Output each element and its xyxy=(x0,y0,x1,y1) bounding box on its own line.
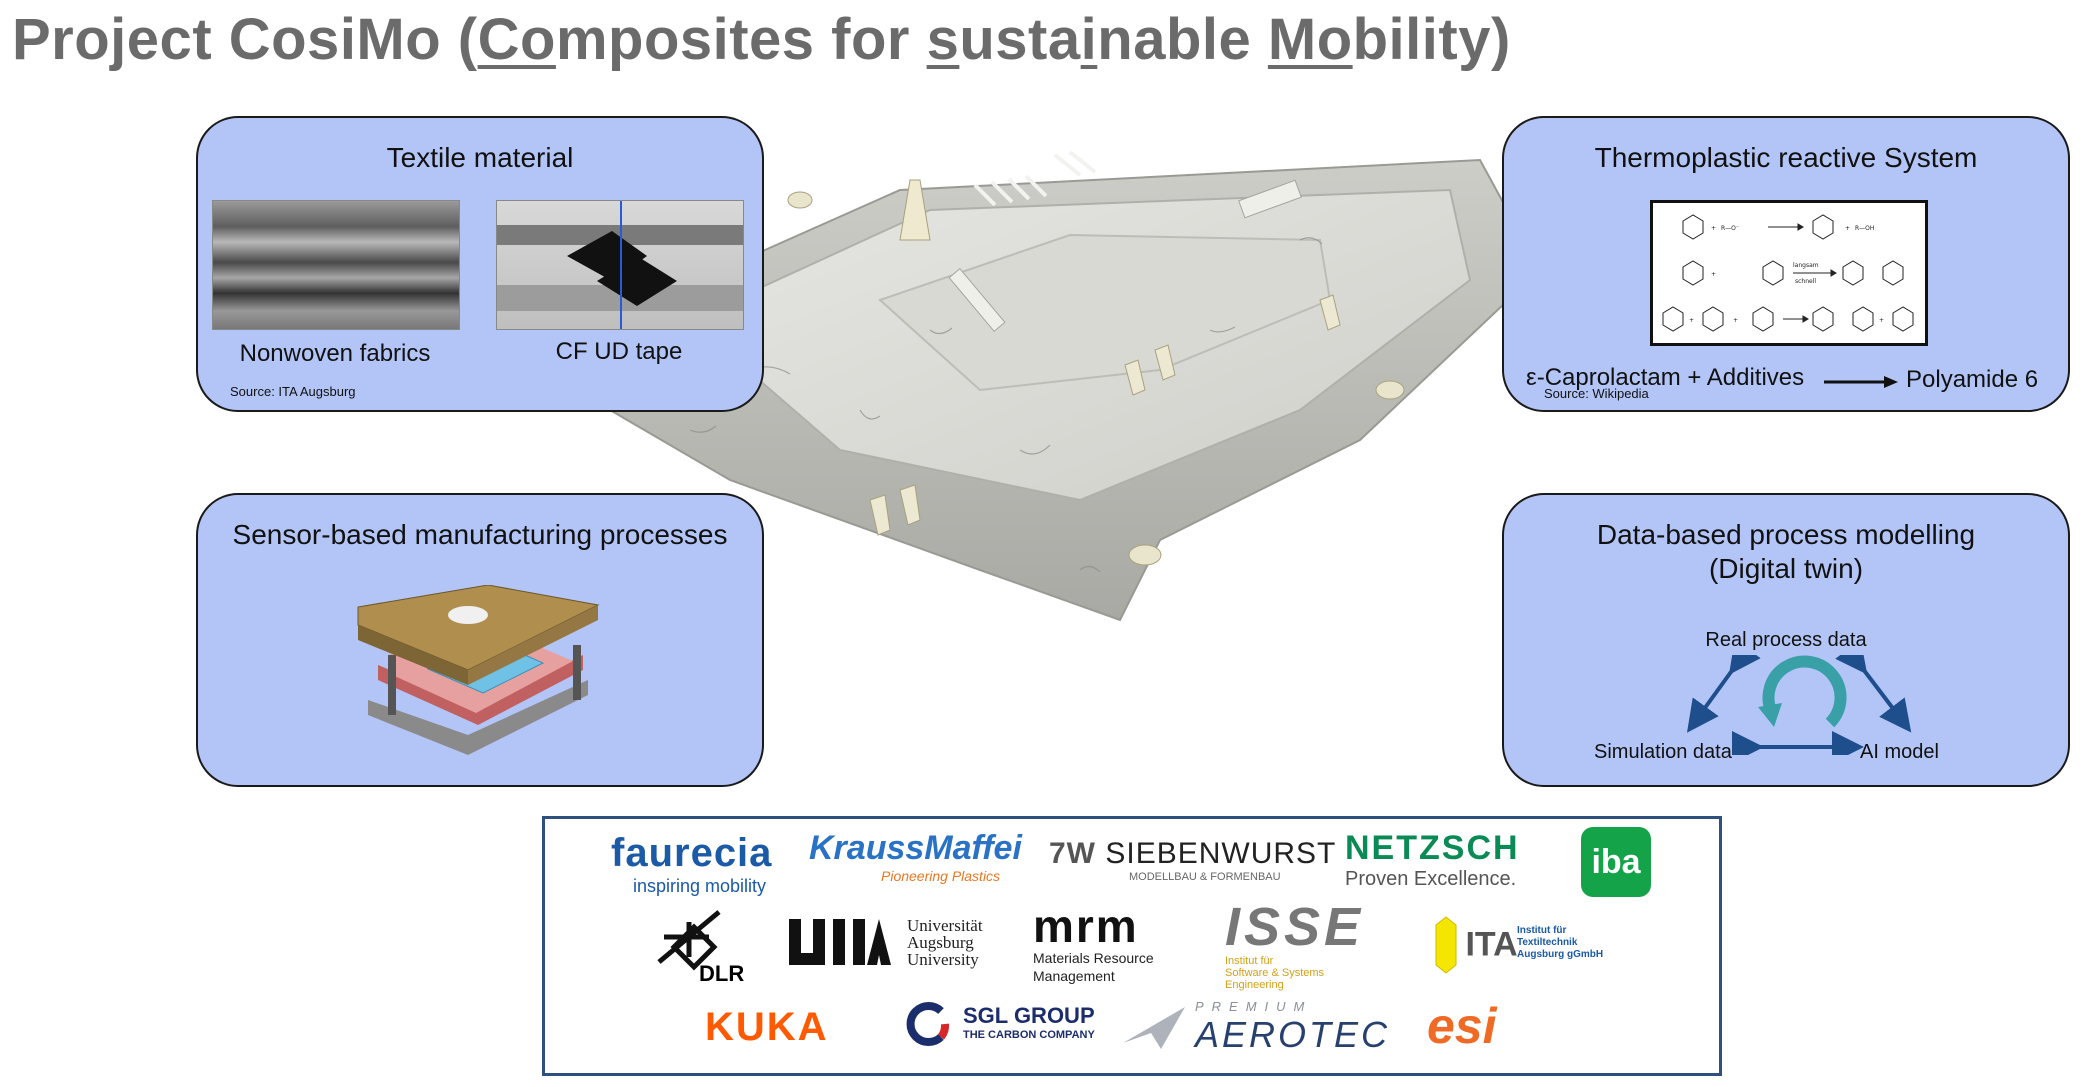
ai-model-label: AI model xyxy=(1860,741,1939,763)
svg-text:R—O⁻: R—O⁻ xyxy=(1721,225,1739,232)
svg-text:+: + xyxy=(1879,317,1884,324)
svg-text:R—OH: R—OH xyxy=(1855,225,1874,232)
reactant-label: ε-Caprolactam + Additives xyxy=(1526,364,1805,391)
simulation-data-label: Simulation data xyxy=(1594,741,1732,763)
faurecia-logo: faurecia inspiring mobility xyxy=(611,831,773,896)
title-segment: Project CosiMo ( xyxy=(12,7,478,72)
title-segment: mposites for xyxy=(555,7,927,72)
digital-twin-card: Data-based process modelling (Digital tw… xyxy=(1502,493,2070,787)
sgl-group-logo: SGL GROUP THE CARBON COMPANY xyxy=(901,999,1095,1049)
digital-card-title-line2: (Digital twin) xyxy=(1708,553,1864,584)
isse-logo: ISSE Institut für Software & Systems Eng… xyxy=(1225,897,1365,991)
composite-part-image xyxy=(608,150,1542,622)
svg-text:+: + xyxy=(1711,225,1716,232)
partner-logos-panel: faurecia inspiring mobility KraussMaffei… xyxy=(542,816,1722,1076)
sensor-card-title: Sensor-based manufacturing processes xyxy=(232,519,728,550)
textile-material-card: Textile material Nonwoven fabrics CF UD … xyxy=(196,116,764,412)
esi-logo: esi xyxy=(1427,998,1497,1054)
svg-text:+: + xyxy=(1711,271,1716,278)
iba-logo: iba xyxy=(1581,827,1651,897)
title-segment: usta xyxy=(959,7,1081,72)
reaction-scheme: + R—O⁻ + R—OH + langsam schnell + + + xyxy=(1650,200,1928,346)
mold-tool-illustration xyxy=(357,585,600,755)
nonwoven-fabric-photo xyxy=(212,200,460,330)
real-process-data-label: Real process data xyxy=(1705,629,1867,651)
kraussmaffei-logo: KraussMaffei Pioneering Plastics xyxy=(809,829,1022,884)
svg-text:langsam: langsam xyxy=(1793,262,1819,269)
svg-text:schnell: schnell xyxy=(1795,278,1816,285)
svg-text:+: + xyxy=(1845,225,1850,232)
digital-twin-cycle-diagram xyxy=(1686,655,1912,755)
thermo-card-title: Thermoplastic reactive System xyxy=(1594,142,1978,173)
kuka-logo: KUKA xyxy=(705,1005,829,1049)
title-segment: bility) xyxy=(1352,7,1511,72)
svg-text:+: + xyxy=(1733,317,1738,324)
nonwoven-caption: Nonwoven fabrics xyxy=(239,340,431,367)
thermo-source: Source: Wikipedia xyxy=(1544,386,1649,401)
mrm-logo: mrm Materials Resource Management xyxy=(1033,900,1154,984)
title-segment: s xyxy=(926,7,960,72)
netzsch-logo: NETZSCH Proven Excellence. xyxy=(1345,829,1520,890)
title-segment: nable xyxy=(1097,7,1268,72)
page-title: Project CosiMo (Composites for sustainab… xyxy=(12,6,1511,73)
product-label: Polyamide 6 xyxy=(1906,366,2039,393)
textile-source: Source: ITA Augsburg xyxy=(230,384,356,399)
reaction-arrow-icon xyxy=(1824,376,1898,388)
svg-text:+: + xyxy=(1689,317,1694,324)
siebenwurst-logo: 7W SIEBENWURST MODELLBAU & FORMENBAU xyxy=(1049,837,1337,883)
cf-ud-caption: CF UD tape xyxy=(555,338,683,365)
title-segment: Co xyxy=(477,7,556,72)
textile-card-title: Textile material xyxy=(386,142,574,173)
title-segment: Mo xyxy=(1267,7,1353,72)
title-segment: i xyxy=(1080,7,1098,72)
cf-ud-tape-photo xyxy=(496,200,744,330)
sensor-manufacturing-card: Sensor-based manufacturing processes xyxy=(196,493,764,787)
digital-card-title-line1: Data-based process modelling xyxy=(1596,519,1976,550)
premium-aerotec-logo: PREMIUM AEROTEC xyxy=(1121,999,1387,1055)
dlr-logo: DLR xyxy=(649,907,744,986)
thermoplastic-system-card: Thermoplastic reactive System xyxy=(1502,116,2070,412)
